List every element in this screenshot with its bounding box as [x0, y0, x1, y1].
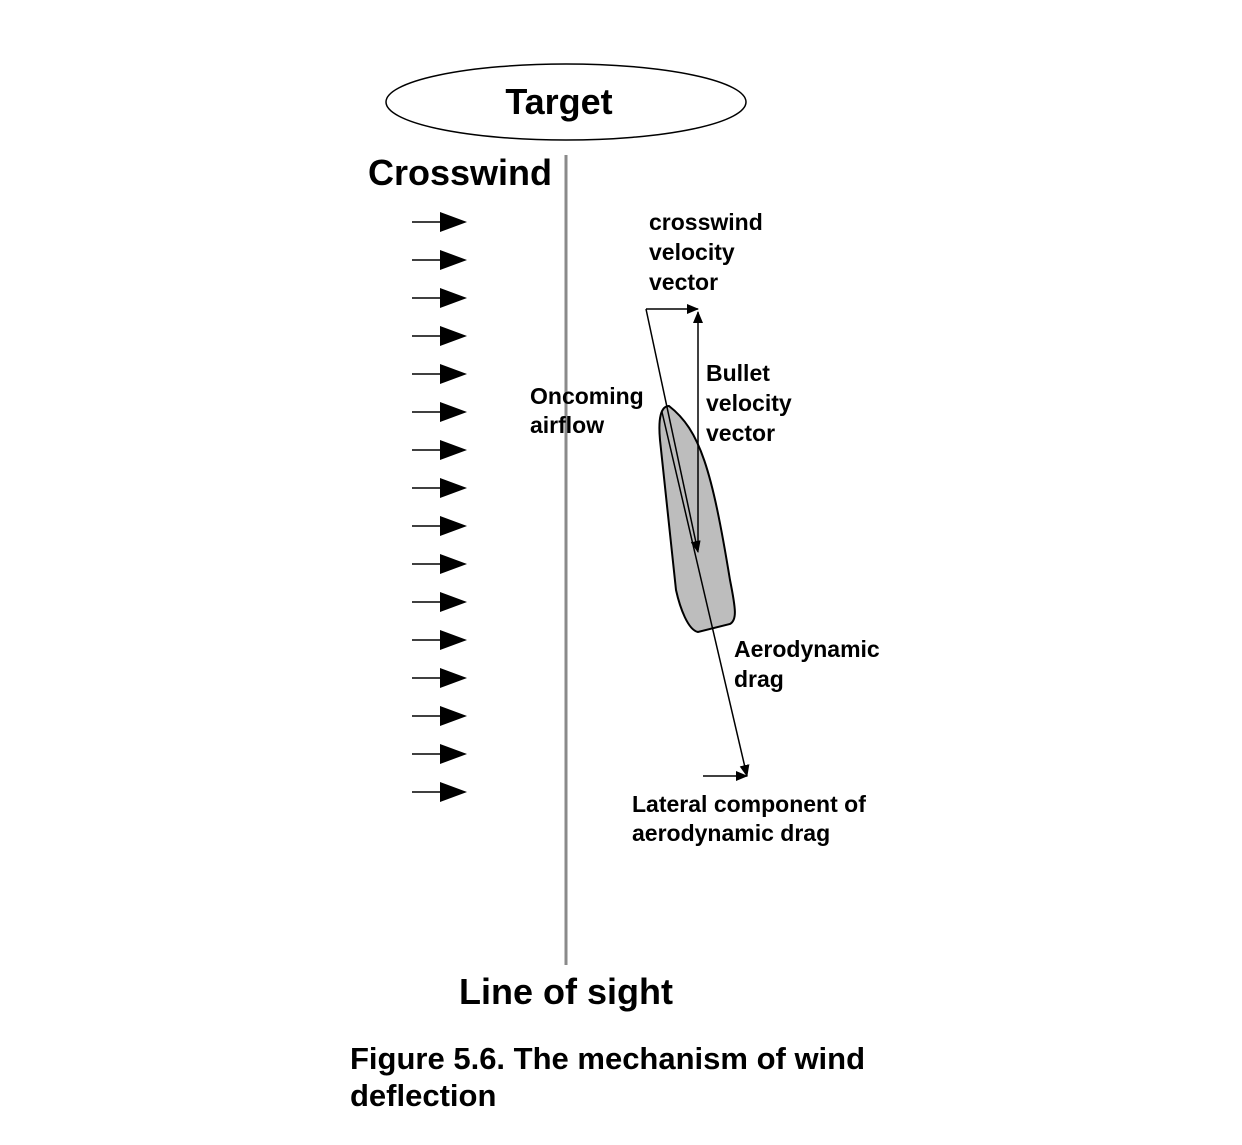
aerodynamic-drag-label: Aerodynamic drag — [734, 636, 886, 692]
target-label: Target — [505, 81, 612, 122]
crosswind-arrow-head — [440, 744, 467, 764]
crosswind-arrow-head — [440, 554, 467, 574]
crosswind-label: Crosswind — [368, 152, 552, 193]
crosswind-arrow-head — [440, 706, 467, 726]
crosswind-vector-label: crosswind velocity vector — [649, 209, 769, 295]
crosswind-arrow-head — [440, 782, 467, 802]
crosswind-arrow-head — [440, 288, 467, 308]
lateral-component-label: Lateral component of aerodynamic drag — [632, 791, 872, 846]
oncoming-airflow-label: Oncoming airflow — [530, 383, 650, 438]
bullet-vector-label: Bullet velocity vector — [706, 360, 798, 446]
crosswind-arrow-head — [440, 440, 467, 460]
figure-caption: Figure 5.6. The mechanism of wind deflec… — [350, 1041, 866, 1113]
crosswind-arrow-head — [440, 364, 467, 384]
crosswind-arrow-head — [440, 668, 467, 688]
oncoming-airflow-vector — [645, 308, 701, 553]
crosswind-arrow-head — [440, 630, 467, 650]
line-of-sight-label: Line of sight — [459, 971, 673, 1012]
crosswind-arrow-head — [440, 326, 467, 346]
aerodynamic-drag-vector — [661, 411, 750, 777]
crosswind-arrow-head — [440, 212, 467, 232]
crosswind-arrow-head — [440, 592, 467, 612]
crosswind-arrows — [412, 212, 467, 802]
crosswind-arrow-head — [440, 478, 467, 498]
crosswind-arrow-head — [440, 402, 467, 422]
crosswind-arrow-head — [440, 516, 467, 536]
crosswind-arrow-head — [440, 250, 467, 270]
target-ellipse — [385, 63, 747, 141]
